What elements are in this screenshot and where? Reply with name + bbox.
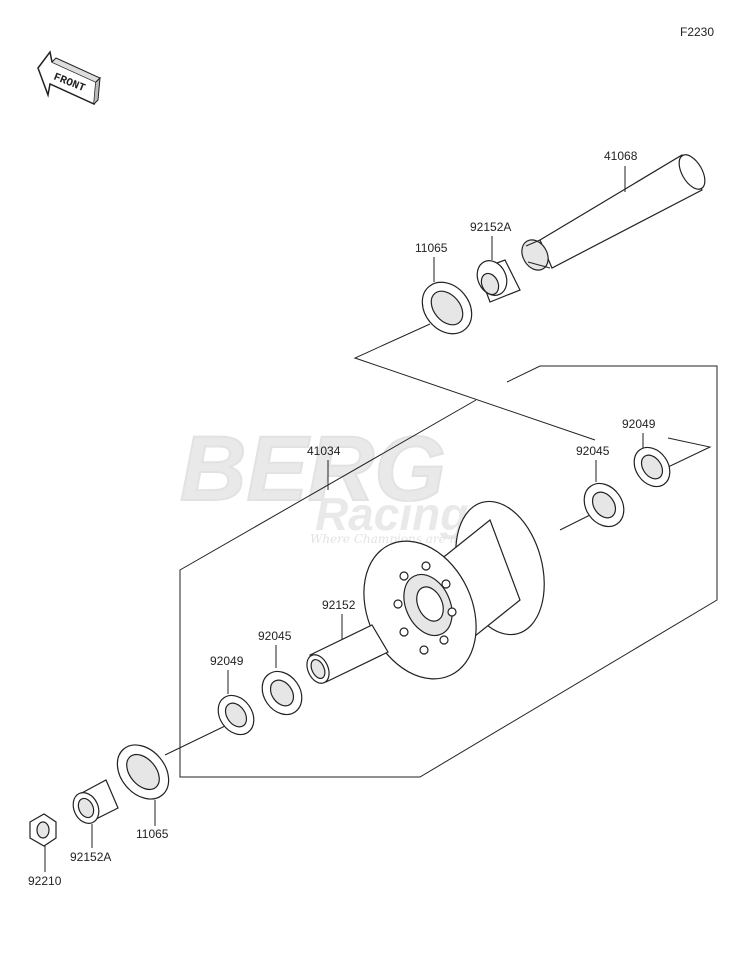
- hub-part: [363, 500, 545, 680]
- nut-part: [29, 813, 57, 847]
- seal-bottom-part: [116, 744, 170, 800]
- callout-bearing-right: 92045: [576, 444, 610, 458]
- callout-spacer: 92152: [322, 598, 356, 612]
- collar-bottom-part: [72, 779, 119, 824]
- callout-oil-seal-right: 92049: [622, 417, 656, 431]
- assembly-outline: [179, 365, 718, 778]
- axle-part: [521, 154, 706, 271]
- callout-nut: 92210: [28, 874, 62, 888]
- diagram-code: F2230: [680, 25, 714, 39]
- front-arrow-icon: FRONT: [37, 50, 101, 106]
- oil-seal-right-part: [633, 446, 671, 488]
- bearing-left-part: [261, 670, 303, 716]
- callout-seal-top: 11065: [415, 241, 448, 255]
- collar-top-part: [476, 259, 521, 303]
- spacer-part: [306, 624, 389, 684]
- callout-axle: 41068: [604, 149, 638, 163]
- watermark-line2: Racing: [315, 488, 468, 540]
- callout-bearing-left: 92045: [258, 629, 292, 643]
- seal-right-leader: [665, 437, 712, 469]
- watermark-tagline: Where Champions are made: [310, 532, 483, 546]
- callout-hub: 41034: [307, 444, 341, 458]
- watermark-line1: BERG: [180, 418, 446, 520]
- oil-seal-left-part: [217, 694, 255, 736]
- axle-centreline: [353, 323, 596, 441]
- watermark: BERG Racing Where Champions are made: [179, 417, 483, 546]
- bearing-right-part: [583, 482, 625, 528]
- seal-top-part: [421, 281, 473, 335]
- callout-oil-seal-left: 92049: [210, 654, 244, 668]
- callout-collar-top: 92152A: [470, 220, 511, 234]
- callout-collar-bottom: 92152A: [70, 850, 111, 864]
- callout-seal-bottom: 11065: [136, 827, 169, 841]
